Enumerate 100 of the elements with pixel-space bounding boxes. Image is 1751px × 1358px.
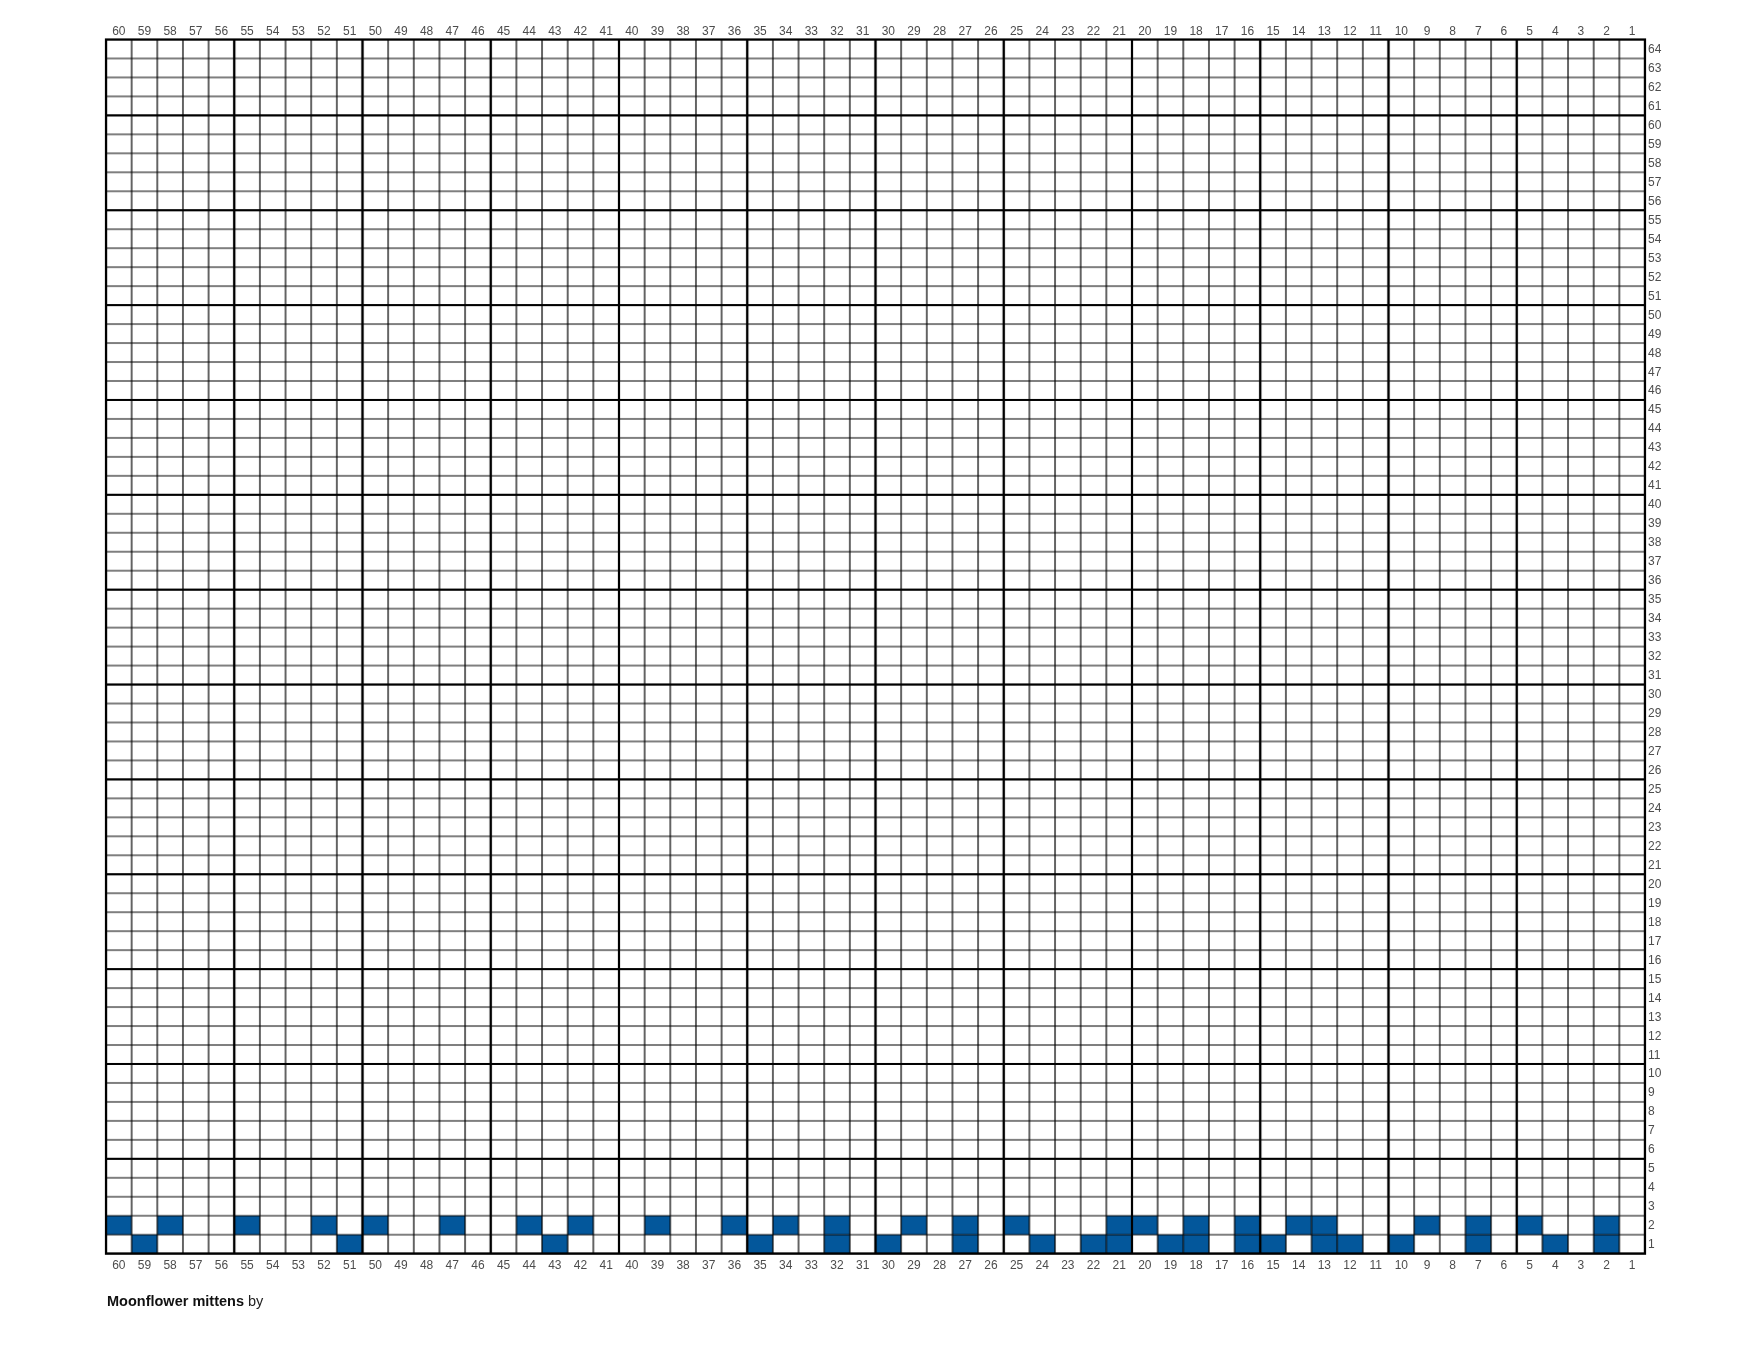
column-number: 9 [1423, 23, 1431, 38]
row-number: 5 [1648, 1161, 1655, 1176]
row-number: 25 [1648, 781, 1662, 796]
column-number: 37 [702, 23, 716, 38]
column-number: 34 [779, 23, 793, 38]
column-number: 56 [214, 1257, 229, 1272]
column-number: 30 [881, 23, 895, 38]
row-number: 10 [1648, 1066, 1662, 1081]
column-number: 41 [599, 23, 613, 38]
column-number: 60 [112, 1257, 126, 1272]
column-number: 27 [958, 23, 972, 38]
column-number: 3 [1577, 23, 1585, 38]
column-number: 58 [163, 23, 177, 38]
row-number: 44 [1648, 421, 1662, 436]
column-number: 51 [343, 1257, 357, 1272]
column-number: 45 [496, 1257, 511, 1272]
row-number: 51 [1648, 288, 1662, 303]
row-number: 23 [1648, 819, 1662, 834]
column-number: 55 [240, 1257, 254, 1272]
row-number: 30 [1648, 687, 1662, 701]
column-number: 8 [1449, 1257, 1456, 1272]
column-number: 19 [1163, 1257, 1178, 1272]
row-number: 7 [1648, 1123, 1655, 1138]
column-number: 33 [804, 23, 819, 38]
column-number: 59 [137, 23, 152, 38]
column-number: 29 [907, 23, 921, 38]
column-number: 40 [625, 1257, 639, 1272]
column-number: 35 [753, 23, 767, 38]
column-number: 39 [650, 23, 665, 38]
row-number: 14 [1648, 990, 1662, 1005]
row-number: 64 [1648, 42, 1662, 56]
column-number: 52 [317, 1257, 331, 1272]
column-number: 42 [573, 1257, 588, 1272]
column-number: 7 [1474, 23, 1482, 38]
row-number: 60 [1648, 117, 1662, 132]
column-number: 28 [932, 23, 947, 38]
column-number: 16 [1240, 1257, 1255, 1272]
column-number: 10 [1394, 23, 1408, 38]
column-number: 2 [1603, 1257, 1610, 1272]
column-number: 14 [1292, 1257, 1306, 1272]
column-number: 46 [471, 1257, 485, 1272]
column-number: 46 [471, 23, 485, 38]
row-number: 33 [1648, 630, 1662, 645]
row-number: 27 [1648, 743, 1662, 758]
row-number: 31 [1648, 668, 1662, 683]
column-number: 30 [881, 1257, 895, 1272]
column-number: 12 [1343, 1257, 1357, 1272]
column-number: 22 [1086, 23, 1101, 38]
column-number: 3 [1577, 1257, 1585, 1272]
column-number: 58 [163, 1257, 177, 1272]
row-number: 56 [1648, 193, 1662, 208]
column-number: 10 [1394, 1257, 1408, 1272]
column-number: 6 [1500, 1257, 1508, 1272]
row-number: 57 [1648, 174, 1662, 189]
row-number: 20 [1648, 876, 1662, 891]
column-number: 53 [291, 23, 306, 38]
column-number: 25 [1009, 1257, 1024, 1272]
column-number: 54 [266, 23, 280, 38]
row-number: 50 [1648, 307, 1662, 322]
column-number: 41 [599, 1257, 613, 1272]
column-number: 51 [343, 23, 357, 38]
row-number: 39 [1648, 516, 1662, 531]
column-number: 34 [779, 1257, 793, 1272]
column-number: 24 [1035, 1257, 1049, 1272]
column-number: 17 [1215, 23, 1229, 38]
column-number: 56 [214, 23, 229, 38]
column-number: 1 [1628, 1257, 1636, 1272]
column-number: 49 [394, 23, 408, 38]
row-number: 6 [1648, 1142, 1655, 1157]
row-number: 29 [1648, 706, 1662, 720]
row-number: 26 [1648, 762, 1662, 777]
column-number: 12 [1343, 23, 1357, 38]
column-number: 13 [1317, 1257, 1332, 1272]
row-number: 42 [1648, 459, 1662, 474]
column-number: 44 [522, 1257, 536, 1272]
column-number: 43 [548, 23, 562, 38]
row-number: 49 [1648, 326, 1662, 341]
row-number: 47 [1648, 364, 1662, 379]
row-number: 36 [1648, 573, 1662, 588]
column-number: 32 [830, 1257, 844, 1272]
row-number: 38 [1648, 535, 1662, 550]
column-number: 31 [856, 23, 870, 38]
column-number: 4 [1551, 23, 1559, 38]
column-number: 50 [368, 1257, 382, 1272]
row-number: 41 [1648, 478, 1662, 493]
column-number: 44 [522, 23, 536, 38]
row-number: 4 [1648, 1180, 1655, 1195]
column-number: 21 [1112, 23, 1126, 38]
column-number: 4 [1551, 1257, 1559, 1272]
column-number: 40 [625, 23, 639, 38]
column-number: 48 [419, 1257, 434, 1272]
column-number: 38 [676, 1257, 690, 1272]
column-number: 47 [445, 1257, 459, 1272]
column-number: 20 [1138, 1257, 1152, 1272]
column-number: 14 [1292, 23, 1306, 38]
row-number: 48 [1648, 345, 1662, 360]
column-number: 11 [1369, 23, 1382, 38]
column-number: 27 [958, 1257, 972, 1272]
column-number: 45 [496, 23, 511, 38]
column-number: 53 [291, 1257, 306, 1272]
